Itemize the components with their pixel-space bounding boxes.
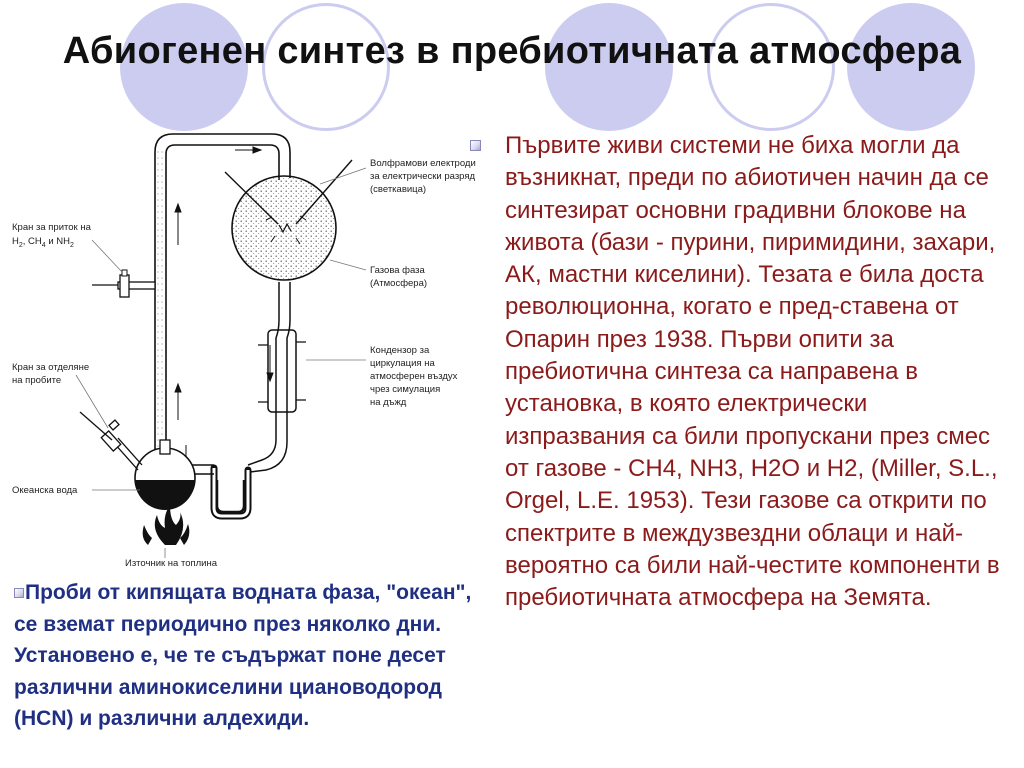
gas-inlet-tap <box>92 269 156 298</box>
label-condenser-5: на дъжд <box>370 397 407 408</box>
svg-text:(Атмосфера): (Атмосфера) <box>370 278 427 289</box>
decor-circle-5 <box>847 3 975 131</box>
svg-text:на дъжд: на дъжд <box>370 397 407 408</box>
svg-text:на пробите: на пробите <box>12 375 61 386</box>
slide-title: Абиогенен синтез в пребиотичната атмосфе… <box>62 30 962 72</box>
leader-lines <box>75 167 367 558</box>
label-electrodes-3: (светкавица) <box>370 184 426 195</box>
svg-text:циркулация на: циркулация на <box>370 358 435 369</box>
right-bullet-icon <box>470 140 481 151</box>
svg-text:чрез симулация: чрез симулация <box>370 384 440 395</box>
label-gas-inlet-2: H2, CH4 и NH2 <box>12 236 74 249</box>
heat-source-flame <box>142 505 190 545</box>
label-condenser-4: чрез симулация <box>370 384 440 395</box>
svg-text:Кран за отделяне: Кран за отделяне <box>12 362 89 373</box>
label-sample-tap-2: на пробите <box>12 375 61 386</box>
right-paragraph: Първите живи системи не биха могли да въ… <box>505 132 1000 612</box>
label-condenser-3: атмосферен въздух <box>370 371 458 382</box>
electrodes <box>224 159 353 245</box>
label-gas-phase-2: (Атмосфера) <box>370 278 427 289</box>
svg-text:Волфрамови електроди: Волфрамови електроди <box>370 158 476 169</box>
u-trap <box>210 464 252 520</box>
label-condenser-1: Кондензор за <box>370 345 430 356</box>
svg-text:Кондензор за: Кондензор за <box>370 345 430 356</box>
decor-circle-3 <box>545 3 673 131</box>
left-paragraph-block: Проби от кипящата водната фаза, "океан",… <box>14 577 484 735</box>
label-ocean: Океанска вода <box>12 485 78 496</box>
label-sample-tap-1: Кран за отделяне <box>12 362 89 373</box>
left-paragraph: Проби от кипящата водната фаза, "океан",… <box>14 581 472 730</box>
label-condenser-2: циркулация на <box>370 358 435 369</box>
miller-urey-apparatus-diagram: Волфрамови електроди за електрически раз… <box>12 133 476 569</box>
return-tube <box>247 300 291 473</box>
left-bullet-icon <box>14 588 24 598</box>
decor-circle-2 <box>262 3 390 131</box>
left-tube <box>154 133 291 490</box>
decor-circle-1 <box>120 3 248 131</box>
svg-text:атмосферен въздух: атмосферен въздух <box>370 371 458 382</box>
sample-tap <box>79 411 143 471</box>
svg-text:за електрически разряд: за електрически разряд <box>370 171 475 182</box>
condenser <box>258 329 306 413</box>
ocean-flask <box>134 439 196 510</box>
label-electrodes-1: Волфрамови електроди <box>370 158 476 169</box>
svg-text:Кран за приток на: Кран за приток на <box>12 222 92 233</box>
label-gas-inlet-1: Кран за приток на <box>12 222 92 233</box>
svg-text:Източник на топлина: Източник на топлина <box>125 558 218 569</box>
label-gas-phase-1: Газова фаза <box>370 265 426 276</box>
label-electrodes-2: за електрически разряд <box>370 171 475 182</box>
gas-phase-flask <box>231 175 337 300</box>
decor-circle-4 <box>707 3 835 131</box>
label-heat-source: Източник на топлина <box>125 558 218 569</box>
svg-text:Океанска вода: Океанска вода <box>12 485 78 496</box>
svg-text:Газова фаза: Газова фаза <box>370 265 426 276</box>
svg-text:(светкавица): (светкавица) <box>370 184 426 195</box>
